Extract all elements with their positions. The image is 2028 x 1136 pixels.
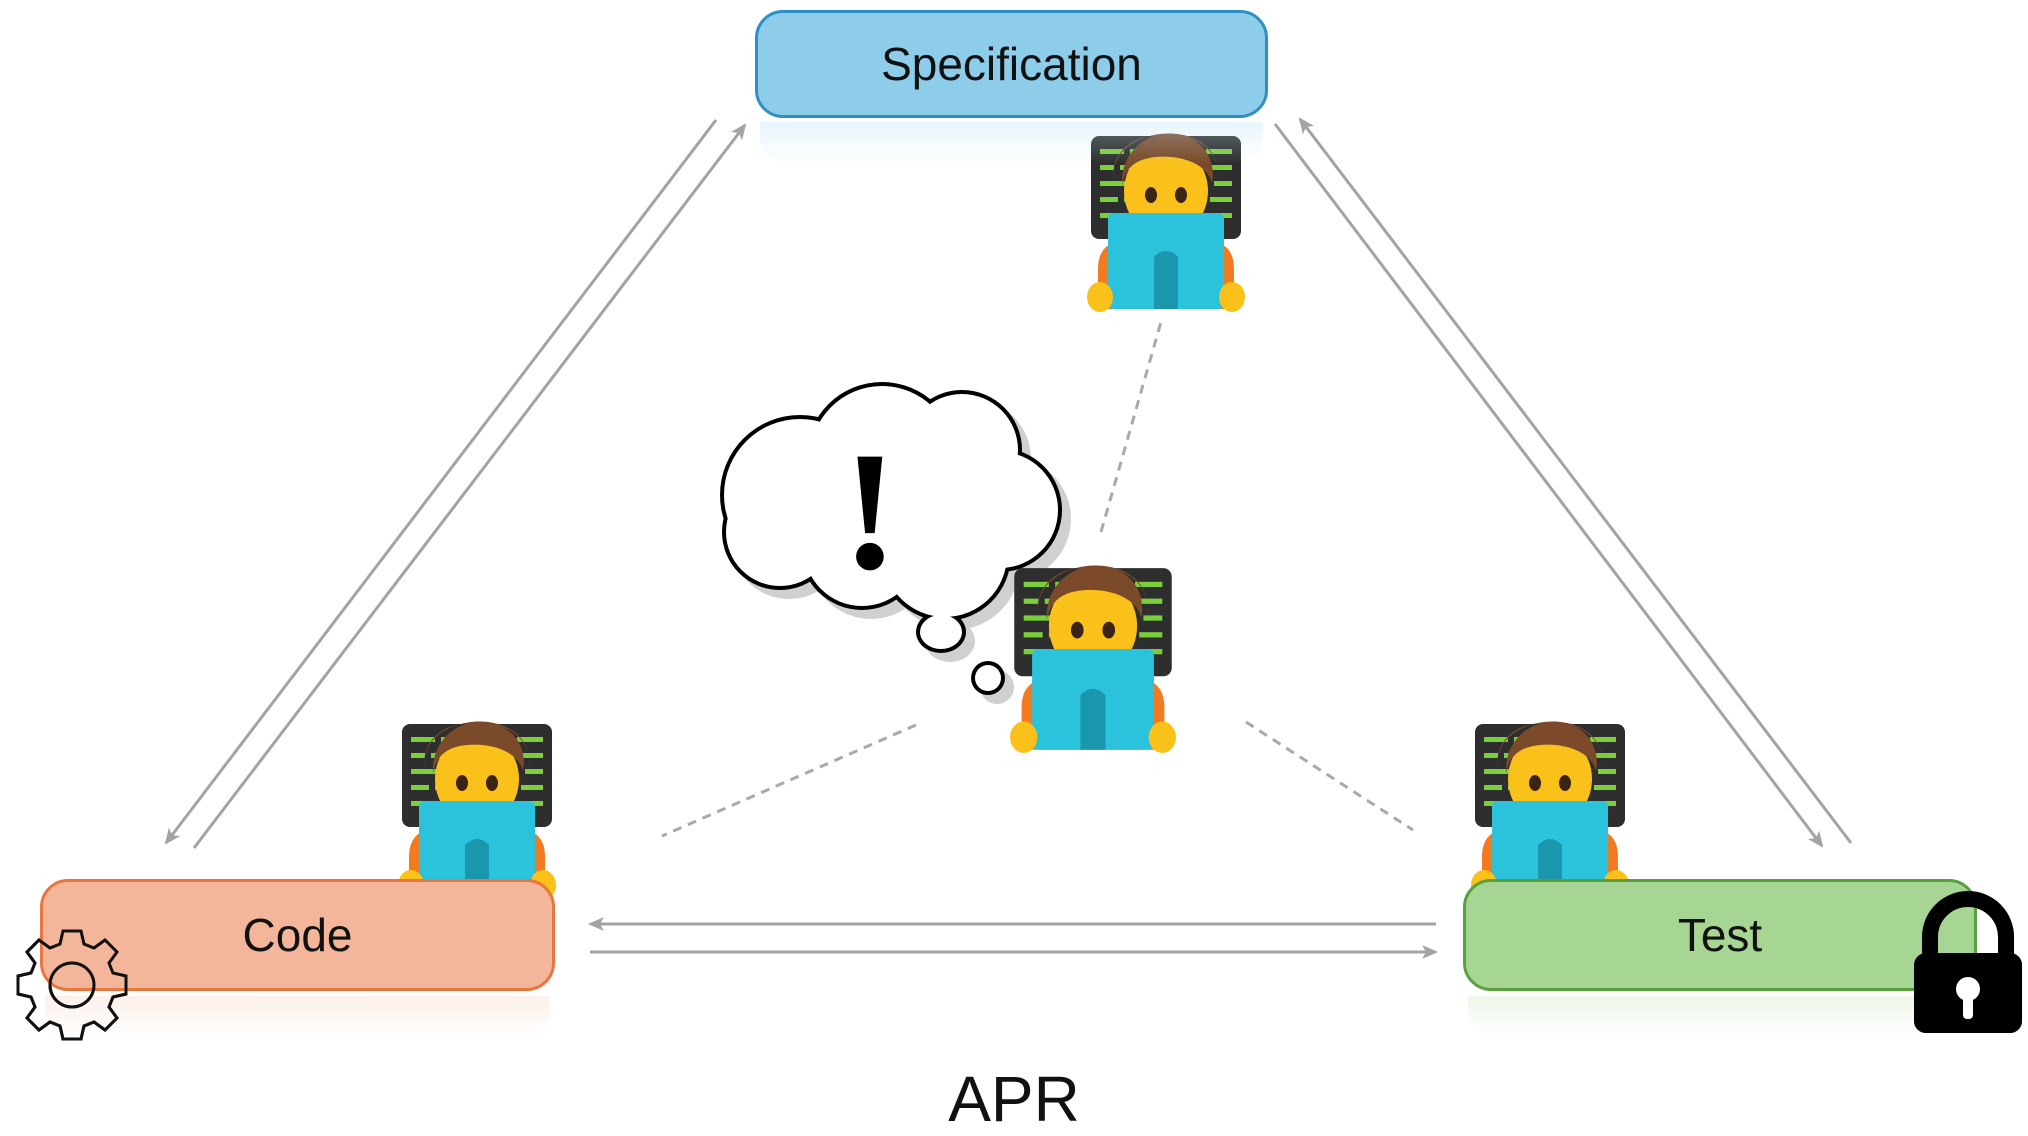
specification-label: Specification xyxy=(881,38,1142,90)
developer-icon-code xyxy=(396,719,558,902)
specification-node: Specification xyxy=(755,10,1268,118)
dotted-line-center-to-code xyxy=(661,723,917,838)
exclamation-mark: ! xyxy=(842,417,899,605)
arrow-spec-to-code xyxy=(164,119,718,845)
dotted-line-center-to-test xyxy=(1245,720,1414,832)
arrow-spec-to-test xyxy=(1273,123,1824,848)
diagram-caption: APR xyxy=(948,1063,1080,1135)
dotted-line-center-to-spec xyxy=(1099,321,1163,533)
spec-reflection xyxy=(760,122,1263,164)
test-reflection xyxy=(1468,996,1972,1036)
code-node: Code xyxy=(40,879,555,991)
thought-cloud-icon: ! xyxy=(720,382,1071,704)
arrow-test-to-spec xyxy=(1298,117,1853,844)
test-node: Test xyxy=(1463,879,1977,991)
code-label: Code xyxy=(242,909,353,961)
arrow-code-to-spec xyxy=(192,123,747,849)
test-label: Test xyxy=(1677,909,1763,961)
developer-icon-test xyxy=(1469,719,1631,902)
code-reflection xyxy=(45,996,550,1036)
developer-icon-center xyxy=(1008,563,1178,755)
